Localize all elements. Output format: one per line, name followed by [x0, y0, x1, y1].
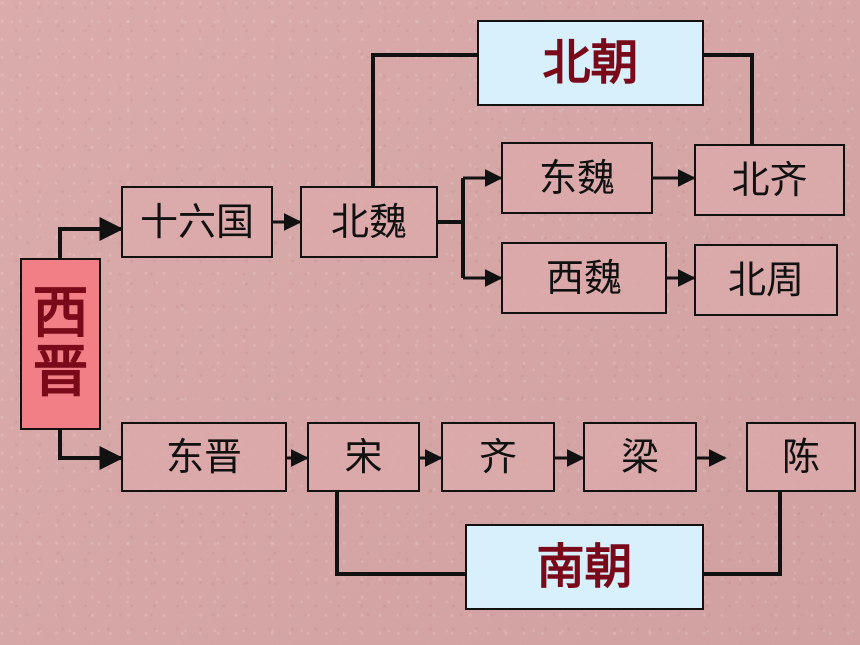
nanchao-box: 南朝 — [465, 524, 704, 610]
xijin-char-1: 西 — [32, 281, 89, 347]
beiqi-label: 北齐 — [731, 158, 808, 202]
liang-box: 梁 — [583, 422, 697, 492]
beiqi-box: 北齐 — [694, 144, 845, 216]
beizhou-box: 北周 — [694, 244, 838, 316]
dongjin-box: 东晋 — [121, 422, 287, 492]
connector-beiwei-to-beichao — [371, 53, 477, 186]
qi-box: 齐 — [441, 422, 555, 492]
shiliuguo-box: 十六国 — [121, 186, 273, 258]
connector-song-to-nanchao — [335, 492, 465, 576]
connector-xijin-to-shiliuguo — [58, 217, 124, 258]
xiwei-box: 西魏 — [501, 242, 667, 314]
song-label: 宋 — [344, 435, 383, 479]
beizhou-label: 北周 — [727, 258, 804, 302]
connector-nanchao-to-chen — [704, 492, 782, 576]
dongjin-label: 东晋 — [165, 435, 242, 479]
connector-beiwei-fork — [438, 178, 465, 278]
liang-label: 梁 — [620, 435, 659, 479]
connector-xijin-to-dongjin — [58, 430, 124, 470]
chen-box: 陈 — [746, 422, 856, 492]
song-box: 宋 — [307, 422, 420, 492]
shiliuguo-label: 十六国 — [139, 200, 254, 244]
nanchao-label: 南朝 — [536, 539, 633, 595]
xijin-char-2: 晋 — [32, 340, 89, 405]
dongwei-box: 东魏 — [501, 142, 653, 214]
xiwei-label: 西魏 — [545, 256, 622, 300]
qi-label: 齐 — [478, 435, 517, 479]
beiwei-box: 北魏 — [300, 186, 438, 258]
connector-beichao-to-beiqi — [704, 53, 754, 144]
xijin-box: 西 晋 — [20, 258, 101, 430]
beiwei-label: 北魏 — [330, 200, 407, 244]
dongwei-label: 东魏 — [538, 156, 615, 200]
beichao-label: 北朝 — [542, 35, 639, 91]
beichao-box: 北朝 — [477, 20, 704, 106]
chen-label: 陈 — [781, 435, 820, 479]
